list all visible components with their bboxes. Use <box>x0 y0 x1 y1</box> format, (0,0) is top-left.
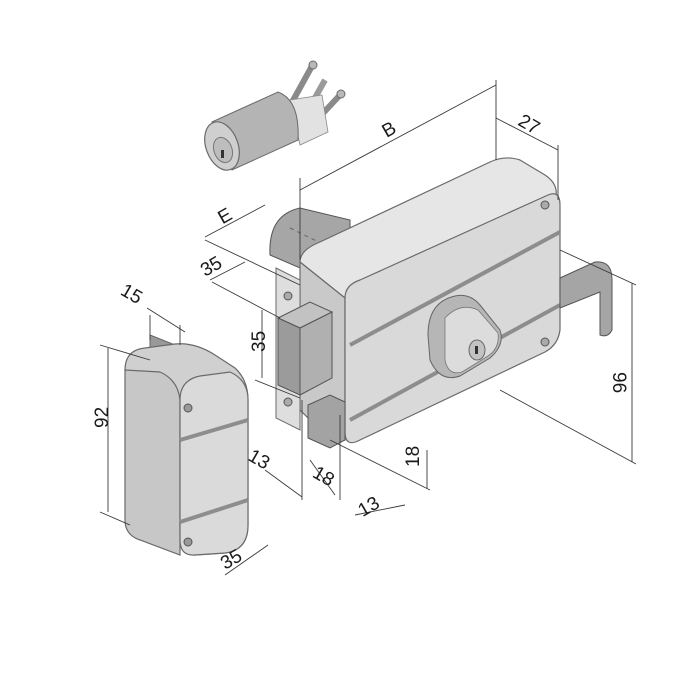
key-slot-icon <box>475 346 478 354</box>
bolt <box>276 301 334 396</box>
dim-depth-27: 27 <box>514 110 543 139</box>
dim-bolt-18: 18 <box>309 462 338 491</box>
dim-backset-35: 35 <box>197 253 226 282</box>
cylinder <box>204 60 346 171</box>
dim-e: E <box>214 204 235 229</box>
dim-keeper-15: 15 <box>117 280 146 309</box>
dim-keeper-92: 92 <box>92 407 113 428</box>
key-housing <box>427 294 502 379</box>
lock-body <box>269 157 613 449</box>
dim-bolt-35: 35 <box>249 331 270 352</box>
dim-base-18: 18 <box>403 446 424 467</box>
keeper <box>124 334 249 556</box>
pull-handle <box>559 261 613 337</box>
dim-body-96: 96 <box>608 372 629 393</box>
dim-b: B <box>379 118 400 143</box>
dimension-lines <box>99 80 637 576</box>
keyhole-icon <box>221 150 224 158</box>
fixing-screws <box>282 60 346 146</box>
dim-offset-13-right: 13 <box>355 493 384 522</box>
dim-offset-13-left: 13 <box>244 445 273 474</box>
